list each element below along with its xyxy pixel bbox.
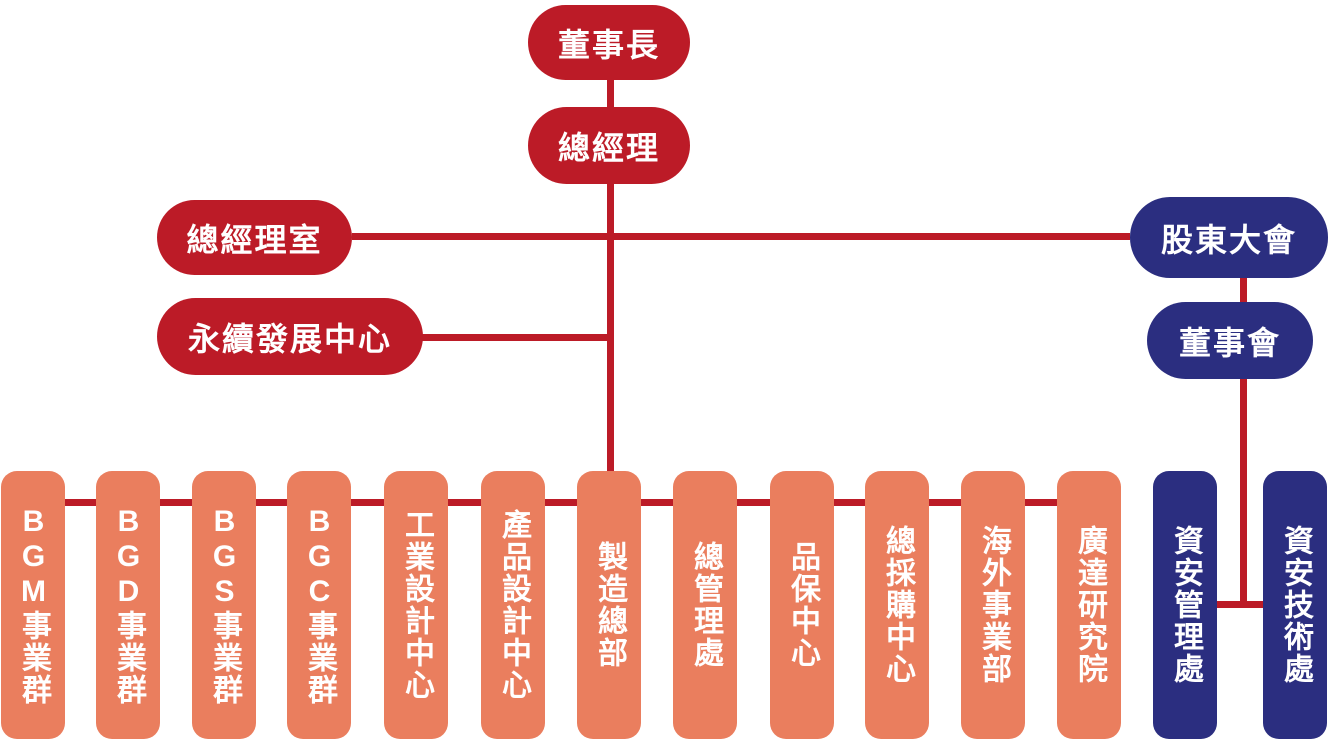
node-president-label: 總經理 bbox=[557, 129, 660, 166]
connector-presidents-office-shareholders bbox=[352, 233, 1130, 240]
dept-quality-assurance-center-label: 品保中心 bbox=[786, 541, 819, 669]
dept-product-design-center-label: 產品設計中心 bbox=[497, 509, 530, 701]
dept-bgs-business-group: BGS事業群 bbox=[192, 471, 256, 739]
node-presidents-office-label: 總經理室 bbox=[186, 221, 323, 258]
connector-departments-bus bbox=[33, 499, 1090, 506]
dept-industrial-design-center-label: 工業設計中心 bbox=[400, 509, 433, 701]
dept-bgc-business-group: BGC事業群 bbox=[287, 471, 351, 739]
dept-procurement-center-label: 總採購中心 bbox=[881, 525, 914, 685]
dept-industrial-design-center: 工業設計中心 bbox=[384, 471, 448, 739]
dept-general-administration-office: 總管理處 bbox=[673, 471, 737, 739]
connector-security-bridge bbox=[1217, 601, 1264, 608]
dept-bgm-business-group: BGM事業群 bbox=[1, 471, 65, 739]
node-presidents-office: 總經理室 bbox=[157, 200, 352, 275]
connector-president-trunk bbox=[607, 184, 614, 503]
dept-infosec-management-office: 資安管理處 bbox=[1153, 471, 1217, 739]
dept-bgs-business-group-label: BGS事業群 bbox=[208, 504, 241, 706]
dept-bgd-business-group-label: BGD事業群 bbox=[112, 504, 145, 706]
dept-quanta-research-institute-label: 廣達研究院 bbox=[1073, 525, 1106, 685]
dept-manufacturing-headquarters-label: 製造總部 bbox=[593, 541, 626, 669]
node-shareholders-meeting: 股東大會 bbox=[1130, 197, 1328, 278]
node-president: 總經理 bbox=[528, 107, 690, 184]
dept-bgc-business-group-label: BGC事業群 bbox=[303, 504, 336, 706]
node-board-of-directors-label: 董事會 bbox=[1178, 324, 1281, 361]
node-shareholders-meeting-label: 股東大會 bbox=[1160, 221, 1297, 258]
dept-bgm-business-group-label: BGM事業群 bbox=[17, 504, 50, 706]
node-chairman-label: 董事長 bbox=[557, 26, 660, 63]
connector-board-security bbox=[1240, 379, 1247, 608]
dept-infosec-technology-office-label: 資安技術處 bbox=[1279, 525, 1312, 685]
node-chairman: 董事長 bbox=[528, 5, 690, 80]
node-sustainability-center-label: 永續發展中心 bbox=[187, 320, 392, 357]
connector-sustainability-trunk bbox=[422, 334, 614, 341]
dept-quanta-research-institute: 廣達研究院 bbox=[1057, 471, 1121, 739]
dept-infosec-technology-office: 資安技術處 bbox=[1263, 471, 1327, 739]
connector-chairman-president bbox=[607, 80, 614, 107]
connector-shareholders-board bbox=[1240, 278, 1247, 302]
node-sustainability-center: 永續發展中心 bbox=[157, 298, 423, 375]
node-board-of-directors: 董事會 bbox=[1147, 302, 1313, 379]
dept-infosec-management-office-label: 資安管理處 bbox=[1169, 525, 1202, 685]
dept-procurement-center: 總採購中心 bbox=[865, 471, 929, 739]
dept-product-design-center: 產品設計中心 bbox=[481, 471, 545, 739]
dept-manufacturing-headquarters: 製造總部 bbox=[577, 471, 641, 739]
dept-quality-assurance-center: 品保中心 bbox=[770, 471, 834, 739]
dept-overseas-business-division: 海外事業部 bbox=[961, 471, 1025, 739]
dept-bgd-business-group: BGD事業群 bbox=[96, 471, 160, 739]
dept-general-administration-office-label: 總管理處 bbox=[689, 541, 722, 669]
dept-overseas-business-division-label: 海外事業部 bbox=[977, 525, 1010, 685]
